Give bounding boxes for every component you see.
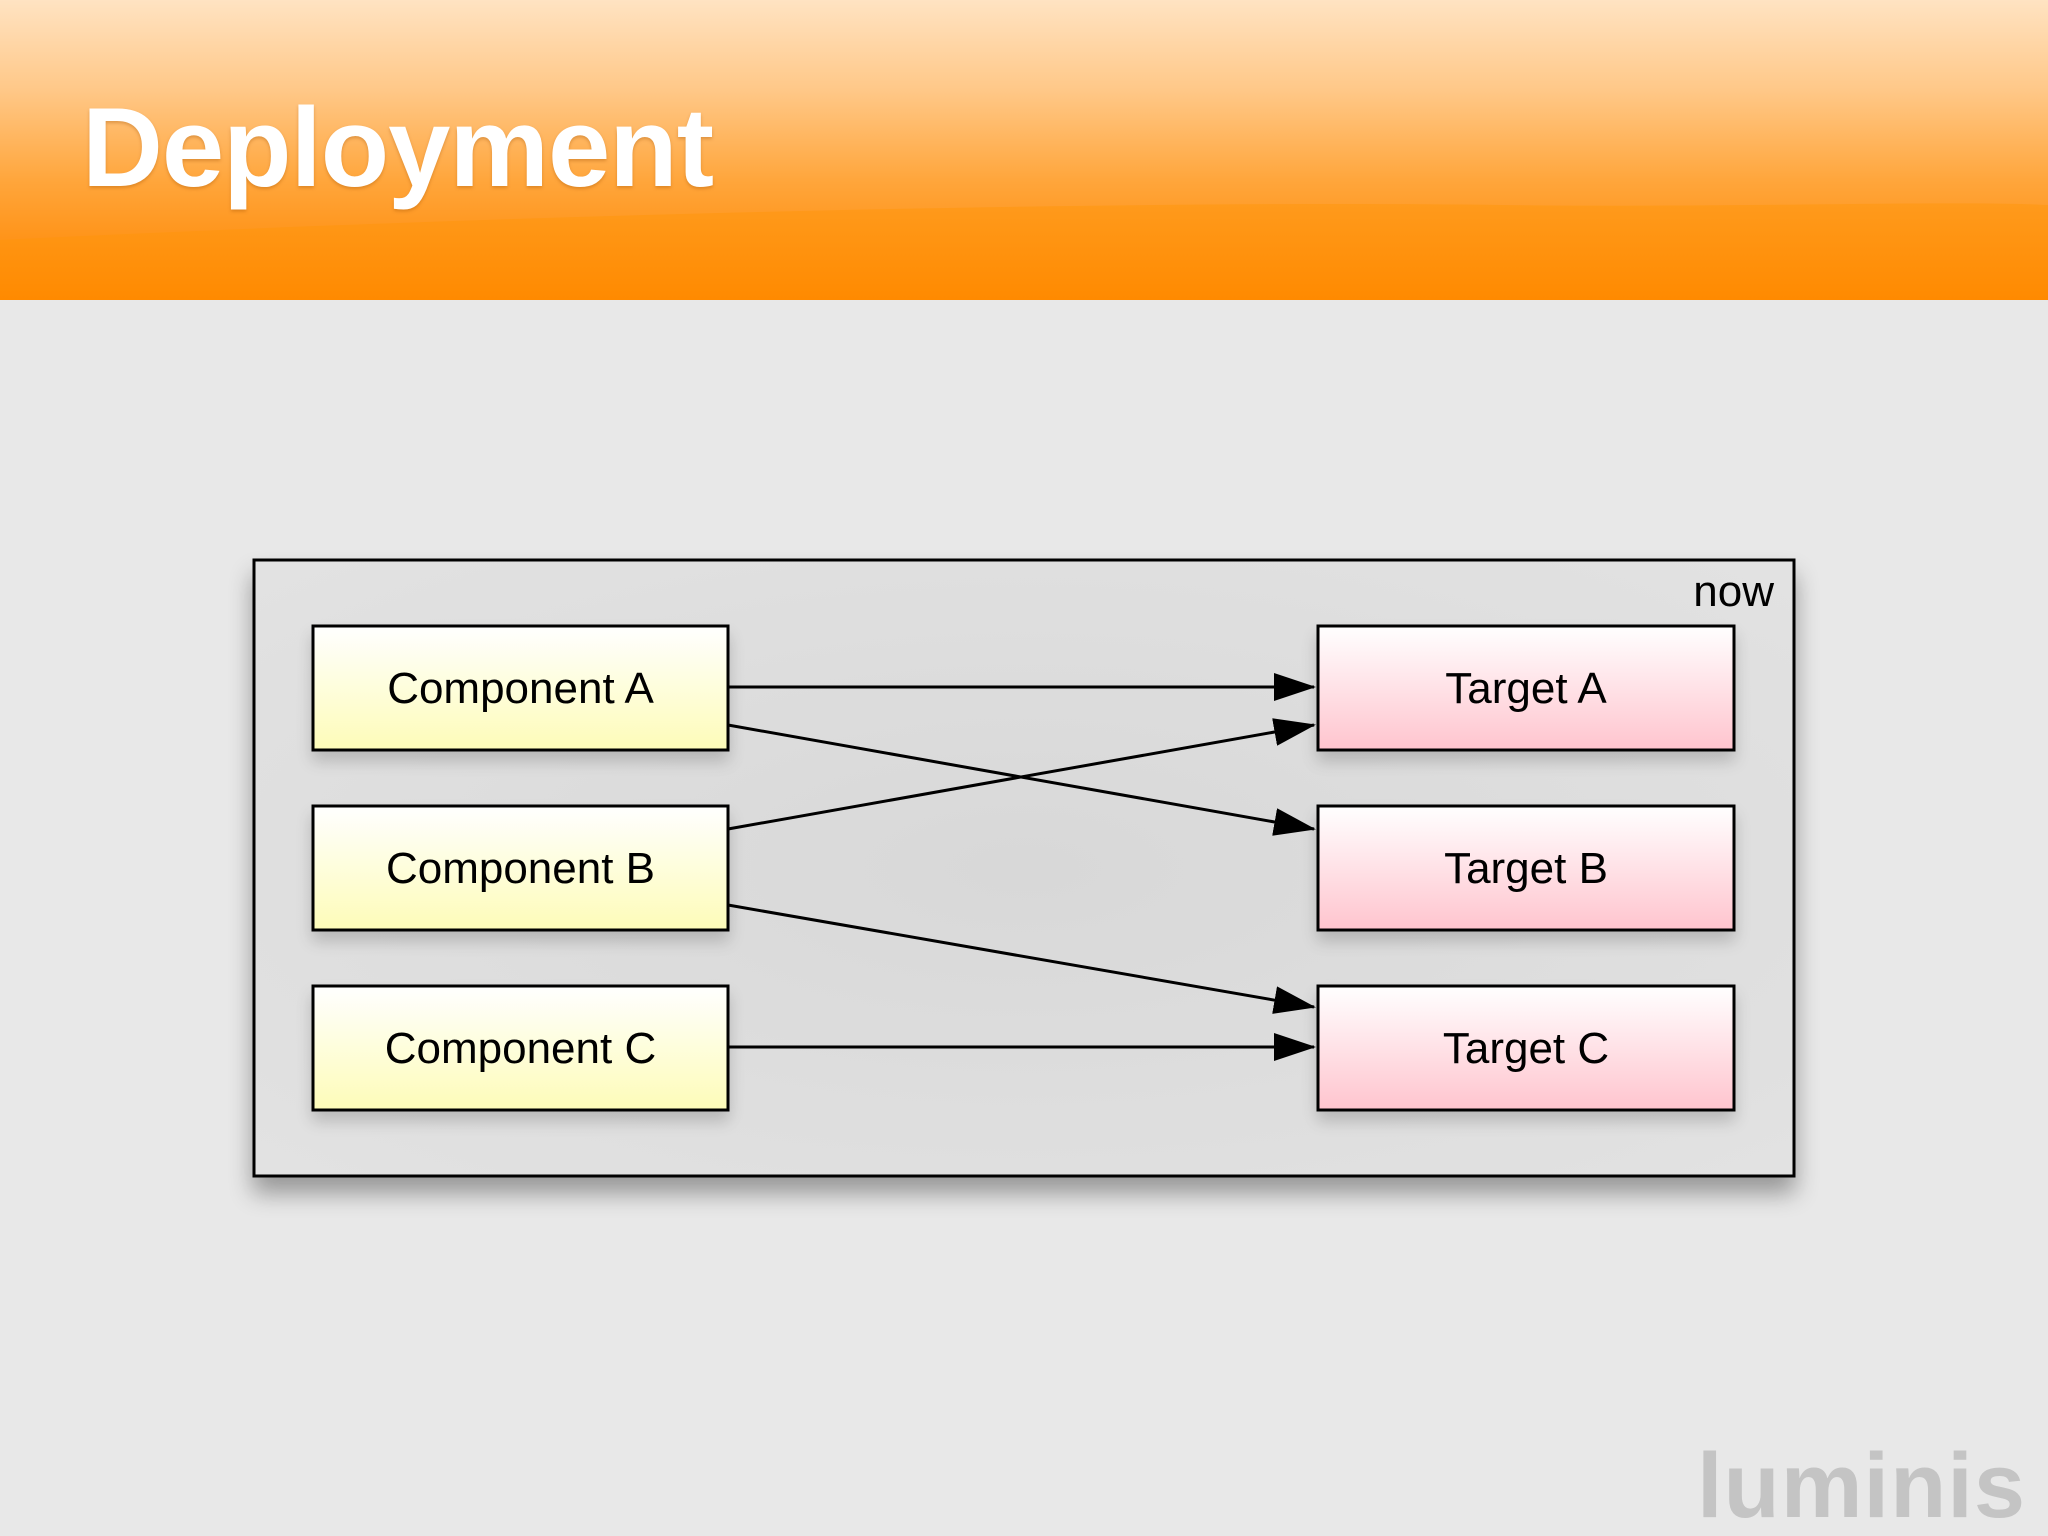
header-banner: Deployment [0, 0, 2048, 300]
target-b-node: Target B [1316, 804, 1736, 932]
target-a-label: Target A [1445, 664, 1607, 713]
target-c-label: Target C [1443, 1024, 1609, 1073]
component-b-label: Component B [386, 844, 655, 893]
container-label: now [1693, 567, 1774, 616]
luminis-logo: luminis [1696, 1435, 2026, 1536]
edges [727, 673, 1316, 1061]
component-c-label: Component C [385, 1024, 656, 1073]
target-a-node: Target A [1316, 624, 1736, 752]
edge-component-b-to-target-c [727, 903, 1316, 1014]
component-a-label: Component A [387, 664, 654, 713]
target-b-label: Target B [1444, 844, 1608, 893]
header-wave-decoration [0, 203, 2048, 300]
component-b-node: Component B [311, 804, 730, 932]
edge-component-b-to-target-a [727, 718, 1316, 831]
component-c-node: Component C [311, 984, 730, 1112]
target-c-node: Target C [1316, 984, 1736, 1112]
slide-title: Deployment [82, 85, 714, 210]
component-a-node: Component A [311, 624, 730, 752]
